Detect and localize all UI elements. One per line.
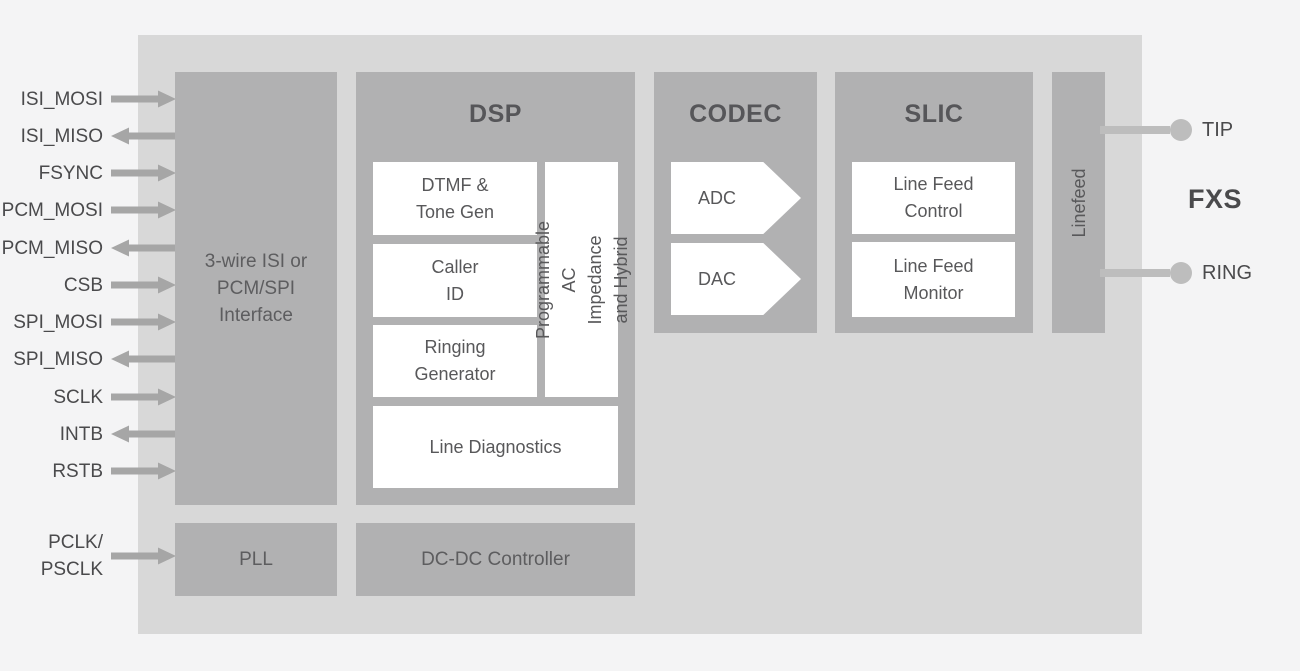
- arrow-right-icon: [111, 90, 176, 108]
- arrow-left-icon: [111, 239, 176, 257]
- block-slic: SLIC Line Feed Control Line Feed Monitor: [835, 72, 1033, 333]
- pll-label: PLL: [239, 549, 273, 570]
- arrow-right-icon: [111, 388, 176, 406]
- pin-label: PCM_MOSI: [1, 199, 103, 221]
- box-caller-id: Caller ID: [373, 244, 537, 317]
- arrow-left-icon: [111, 425, 176, 443]
- pin-label: ISI_MISO: [20, 125, 103, 147]
- pin-label: SCLK: [53, 386, 103, 408]
- tip-terminal-icon: [1170, 119, 1192, 141]
- tip-line: [1100, 126, 1170, 134]
- arrow-right-icon: [111, 276, 176, 294]
- pin-row-intb: INTB: [0, 419, 176, 449]
- pin-row-tip: TIP: [1100, 115, 1233, 145]
- box-dac: DAC: [671, 243, 801, 315]
- block-interface: 3-wire ISI or PCM/SPI Interface: [175, 72, 337, 505]
- interface-label: 3-wire ISI or PCM/SPI Interface: [204, 251, 308, 326]
- box-ringing-generator: Ringing Generator: [373, 325, 537, 397]
- pin-label: ISI_MOSI: [20, 88, 103, 110]
- pin-label: CSB: [63, 274, 103, 296]
- arrow-left-icon: [111, 127, 176, 145]
- fxs-label: FXS: [1188, 184, 1243, 214]
- pin-row-csb: CSB: [0, 270, 176, 300]
- block-pll: PLL: [175, 523, 337, 596]
- pin-label: PCM_MISO: [1, 237, 103, 259]
- pin-row-pcm-miso: PCM_MISO: [0, 233, 176, 263]
- box-adc: ADC: [671, 162, 801, 234]
- tip-label: TIP: [1202, 118, 1234, 141]
- codec-title: CODEC: [689, 100, 782, 128]
- box-line-diagnostics: Line Diagnostics: [373, 406, 618, 488]
- pin-row-fsync: FSYNC: [0, 158, 176, 188]
- pin-row-isi-miso: ISI_MISO: [0, 121, 176, 151]
- linefeed-label: Linefeed: [1068, 167, 1089, 238]
- arrow-right-icon: [111, 201, 176, 219]
- programmable-ac-label: Programmable AC Impedance and Hybrid: [532, 220, 631, 339]
- pin-row-pclk-psclk: PCLK/ PSCLK: [0, 526, 176, 586]
- ring-line: [1100, 269, 1170, 277]
- pin-label: INTB: [59, 423, 103, 445]
- box-dtmf-tone-gen: DTMF & Tone Gen: [373, 162, 537, 235]
- pin-row-spi-miso: SPI_MISO: [0, 344, 176, 374]
- slic-title: SLIC: [904, 100, 964, 128]
- pin-row-spi-mosi: SPI_MOSI: [0, 307, 176, 337]
- arrow-right-icon: [111, 547, 176, 565]
- pin-row-ring: RING: [1100, 258, 1252, 288]
- dcdc-label: DC-DC Controller: [421, 549, 570, 570]
- pin-row-rstb: RSTB: [0, 456, 176, 486]
- pin-row-pcm-mosi: PCM_MOSI: [0, 195, 176, 225]
- box-line-feed-control: Line Feed Control: [852, 162, 1015, 234]
- arrow-right-icon: [111, 164, 176, 182]
- block-codec: CODEC ADC DAC: [654, 72, 817, 333]
- box-line-feed-monitor: Line Feed Monitor: [852, 242, 1015, 317]
- pin-row-sclk: SCLK: [0, 382, 176, 412]
- pin-label: RSTB: [52, 460, 103, 482]
- block-dsp: DSP DTMF & Tone Gen Caller ID Ringing Ge…: [356, 72, 635, 505]
- block-dcdc-controller: DC-DC Controller: [356, 523, 635, 596]
- arrow-right-icon: [111, 313, 176, 331]
- arrow-right-icon: [111, 462, 176, 480]
- box-programmable-ac: Programmable AC Impedance and Hybrid: [533, 162, 631, 397]
- ring-terminal-icon: [1170, 262, 1192, 284]
- pin-label: SPI_MISO: [13, 348, 103, 370]
- dsp-title: DSP: [469, 100, 522, 128]
- arrow-left-icon: [111, 350, 176, 368]
- pin-label: FSYNC: [38, 162, 103, 184]
- block-linefeed: Linefeed: [1052, 72, 1105, 333]
- pin-row-isi-mosi: ISI_MOSI: [0, 84, 176, 114]
- ring-label: RING: [1202, 261, 1252, 284]
- pin-label: PCLK/ PSCLK: [40, 532, 103, 580]
- pin-label: SPI_MOSI: [13, 311, 103, 333]
